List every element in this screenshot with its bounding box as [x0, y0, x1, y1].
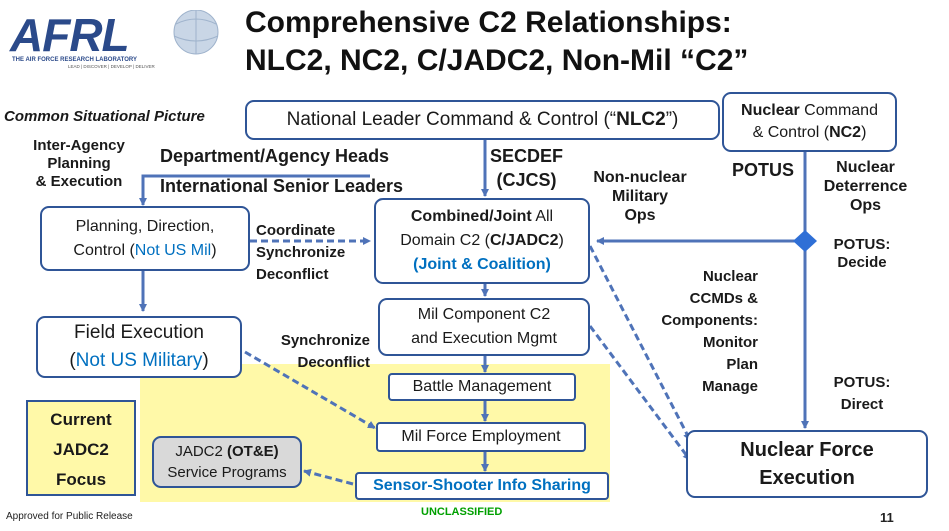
page-title: Comprehensive C2 Relationships: NLC2, NC…	[245, 4, 748, 80]
label-secdef: SECDEF (CJCS)	[490, 146, 564, 190]
label-non-nuclear: Non-nuclear Military Ops	[593, 169, 687, 225]
jadc2-ote-box: JADC2 (OT&E) Service Programs	[152, 436, 302, 488]
label-inter-agency: Inter-Agency Planning & Execution	[33, 137, 125, 190]
label-nuclear-ccmds: Nuclear CCMDs & Components: Monitor Plan…	[661, 268, 758, 395]
label-potus-decide: POTUS: Decide	[833, 236, 891, 271]
field-execution-box: Field Execution (Not US Military)	[36, 316, 242, 378]
label-potus: POTUS	[732, 160, 795, 180]
title-line-2: NLC2, NC2, C/JADC2, Non-Mil “C2”	[245, 44, 749, 77]
release-note: Approved for Public Release	[6, 511, 133, 522]
nlc2-box: National Leader Command & Control (“NLC2…	[245, 100, 720, 140]
logo-text: AFRL	[10, 9, 130, 61]
mil-component-box: Mil Component C2 and Execution Mgmt	[378, 298, 590, 356]
label-nuclear-deterrence: Nuclear Deterrence Ops	[823, 159, 908, 215]
label-coordinate: Coordinate Synchronize Deconflict	[256, 222, 346, 283]
battle-management-box: Battle Management	[388, 373, 576, 401]
logo-tagline-2: LEAD | DISCOVER | DEVELOP | DELIVER	[68, 64, 155, 69]
afrl-logo: AFRL THE AIR FORCE RESEARCH LABORATORY L…	[6, 9, 226, 69]
title-line-1: Comprehensive C2 Relationships:	[245, 6, 732, 39]
label-sync-deconflict: Synchronize Deconflict	[280, 332, 370, 371]
page-number: 11	[880, 510, 894, 525]
logo-tagline: THE AIR FORCE RESEARCH LABORATORY	[12, 57, 138, 63]
label-current-jadc2-focus: Current JADC2 Focus	[50, 410, 112, 489]
label-common-situational-picture: Common Situational Picture	[4, 108, 205, 125]
globe-icon	[173, 10, 219, 55]
current-focus-highlight	[26, 400, 136, 496]
sensor-shooter-box: Sensor-Shooter Info Sharing	[355, 472, 609, 500]
nc2-box: Nuclear Command & Control (NC2)	[722, 92, 897, 152]
label-potus-direct: POTUS: Direct	[833, 374, 891, 413]
label-dept-agency-heads: Department/Agency Heads	[160, 146, 390, 166]
cjadc2-box: Combined/Joint All Domain C2 (C/JADC2) (…	[374, 198, 590, 284]
classification-marking: UNCLASSIFIED	[421, 506, 503, 518]
planning-direction-box: Planning, Direction, Control (Not US Mil…	[40, 206, 250, 271]
nuclear-force-execution-box: Nuclear Force Execution	[686, 430, 928, 498]
mil-force-employment-box: Mil Force Employment	[376, 422, 586, 452]
label-intl-senior-leaders: International Senior Leaders	[160, 176, 404, 196]
